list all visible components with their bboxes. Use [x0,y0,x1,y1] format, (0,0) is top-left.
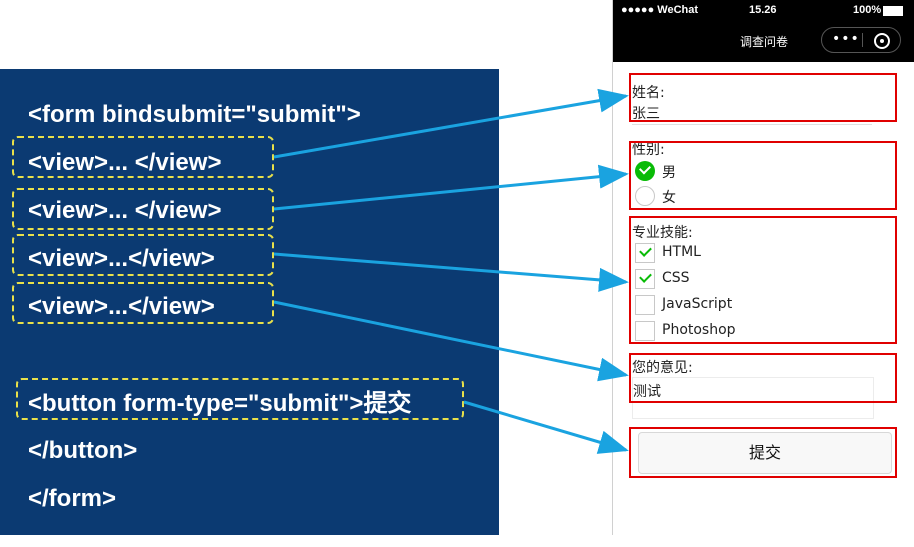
checkbox-html-label: HTML [662,244,701,260]
code-button-close: </button> [28,437,138,464]
checkbox-html[interactable] [635,243,655,263]
battery-icon [883,6,903,16]
opinion-label: 您的意见: [632,360,693,376]
radio-male[interactable] [635,161,655,181]
page-title: 调查问卷 [739,35,788,49]
status-bar: ●●●●● WeChat 15.26 100% [613,0,914,22]
highlight-name-field [629,73,897,122]
arrow-view-2 [273,164,629,211]
checkbox-photoshop-label: Photoshop [662,322,736,338]
code-view-2: <view>... </view> [28,197,222,224]
capsule-menu[interactable]: ••• [821,27,901,53]
code-view-4: <view>...</view> [28,293,215,320]
checkbox-css[interactable] [635,269,655,289]
arrow-view-4 [273,300,629,382]
nav-bar: 调查问卷 ••• [613,22,914,62]
code-panel [0,69,499,535]
arrow-button [463,400,629,454]
code-button-open: <button form-type="submit">提交 [28,390,412,417]
highlight-submit-button [629,427,897,478]
radio-female-label: 女 [662,190,676,206]
gender-label: 性别: [632,142,665,158]
battery-level: 100% [853,4,882,16]
skills-label: 专业技能: [632,225,693,241]
name-label: 姓名: [632,85,665,101]
view-highlight-1 [12,136,274,178]
view-highlight-4 [12,282,274,324]
arrow-view-3 [273,252,629,292]
code-form-open: <form bindsubmit="submit"> [28,101,361,128]
checkbox-photoshop[interactable] [635,321,655,341]
more-icon[interactable]: ••• [832,31,860,47]
signal-indicator: ●●●●● WeChat [621,4,699,16]
code-view-3: <view>...</view> [28,245,215,272]
submit-button[interactable]: 提交 [638,432,892,474]
checkbox-javascript-label: JavaScript [662,296,733,312]
capsule-divider [862,33,863,47]
radio-female[interactable] [635,186,655,206]
code-form-close: </form> [28,485,117,512]
checkbox-javascript[interactable] [635,295,655,315]
close-app-icon[interactable] [874,33,890,49]
highlight-opinion-field [629,353,897,403]
checkbox-css-label: CSS [662,270,690,286]
highlight-gender-field [629,141,897,210]
arrow-view-1 [273,88,629,159]
name-input-underline [632,124,872,125]
opinion-textarea[interactable]: 测试 [633,384,661,400]
radio-male-label: 男 [662,165,676,181]
highlight-skills-field [629,216,897,344]
view-highlight-2 [12,188,274,230]
status-time: 15.26 [749,4,777,16]
view-highlight-3 [12,234,274,276]
button-highlight [16,378,464,420]
code-view-1: <view>... </view> [28,149,222,176]
opinion-textarea-frame [632,377,874,419]
name-input[interactable]: 张三 [632,106,660,122]
